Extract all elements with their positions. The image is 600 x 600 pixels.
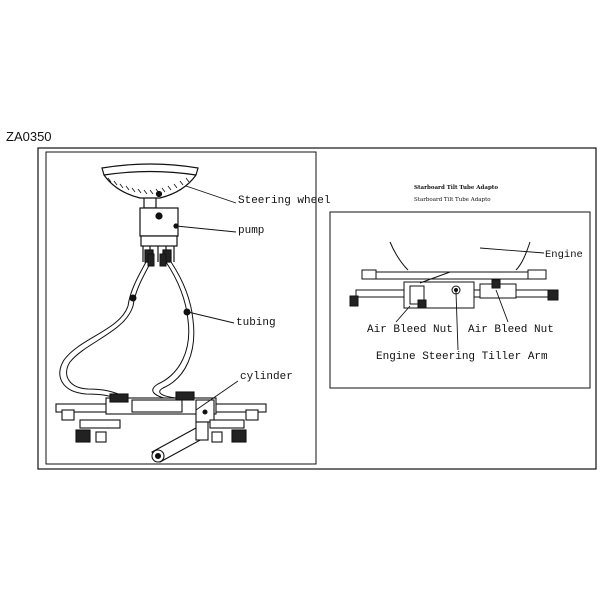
right-cylinder-drawing bbox=[349, 269, 559, 309]
tubing-drawing bbox=[59, 253, 195, 403]
right-panel-subtitle: Starboard Tilt Tube Adapto bbox=[414, 197, 491, 203]
label-engine: Engine bbox=[545, 249, 583, 261]
pump-drawing bbox=[139, 207, 179, 263]
left-panel-frame bbox=[45, 151, 317, 465]
steering-wheel-drawing bbox=[101, 163, 199, 209]
cylinder-drawing bbox=[55, 391, 267, 463]
right-panel-frame bbox=[329, 211, 591, 389]
right-panel-title: Starboard Tilt Tube Adapto bbox=[414, 185, 498, 191]
label-cylinder: cylinder bbox=[240, 371, 293, 383]
label-pump: pump bbox=[238, 225, 264, 237]
left-panel: Steering wheel pump tubing cylinder bbox=[45, 151, 330, 465]
left-leader-lines bbox=[175, 185, 239, 411]
label-air-bleed-nut-right: Air Bleed Nut bbox=[468, 324, 554, 336]
right-leader-lines bbox=[395, 247, 545, 351]
label-steering-wheel: Steering wheel bbox=[238, 195, 330, 207]
label-tiller-arm: Engine Steering Tiller Arm bbox=[376, 351, 548, 363]
label-air-bleed-nut-left: Air Bleed Nut bbox=[367, 324, 453, 336]
outer-frame bbox=[37, 147, 597, 470]
label-tubing: tubing bbox=[236, 317, 276, 329]
right-panel: Starboard Tilt Tube Adapto Starboard Til… bbox=[329, 185, 591, 389]
engine-drawing bbox=[389, 241, 531, 271]
figure-code: ZA0350 bbox=[6, 129, 52, 144]
